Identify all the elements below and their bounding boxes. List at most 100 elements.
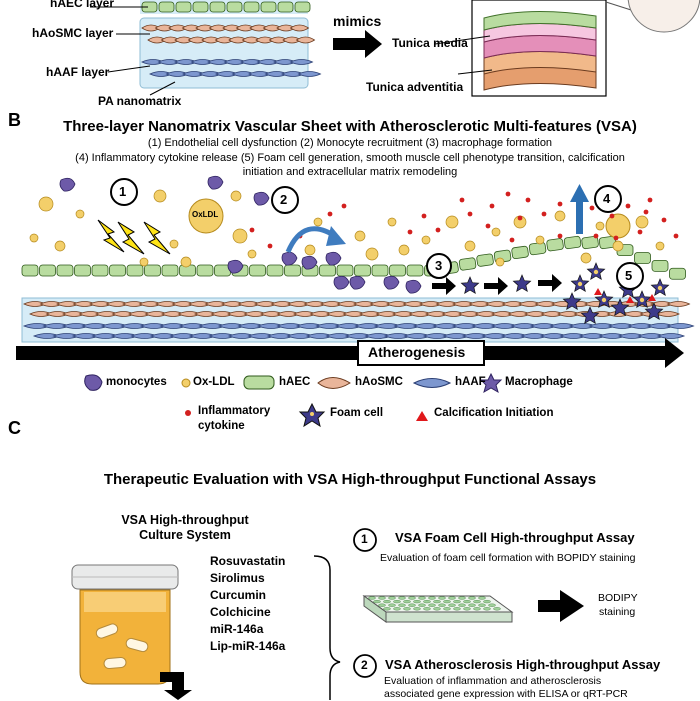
system-title-2: Culture System <box>139 528 231 542</box>
b-haec-cell <box>196 264 214 277</box>
release-arrow <box>576 200 583 234</box>
plate-well <box>378 603 386 607</box>
b-haaf-cell <box>666 323 695 329</box>
plate-well <box>473 607 481 611</box>
nanomatrix-sheet <box>139 17 309 89</box>
step-3-label: 3 <box>435 258 443 273</box>
b-haec-cell <box>266 264 284 277</box>
assay2-number: 2 <box>361 658 368 672</box>
plate-well <box>483 599 491 604</box>
cytokine-dot <box>643 209 649 215</box>
tunica-media-label: Tunica media <box>392 36 468 50</box>
panel-c-letter: C <box>8 418 21 438</box>
b-legend-icons <box>84 372 503 428</box>
plate-well <box>443 607 451 611</box>
plate-well <box>468 603 476 607</box>
cytokine-dot <box>593 233 599 239</box>
assay1-circle <box>353 528 377 552</box>
oxldl-particle <box>445 215 459 229</box>
calcification-mark <box>594 288 602 295</box>
legend-cytokine-2: cytokine <box>198 420 245 432</box>
atherogenesis-box <box>357 340 485 366</box>
haec-cell <box>260 1 277 13</box>
monocyte-cell <box>227 259 244 274</box>
haaf-cell <box>297 71 322 77</box>
oxldl-particle <box>38 196 54 212</box>
plate-well <box>453 599 461 604</box>
oxldl-particle <box>153 189 167 203</box>
plate-well <box>413 607 421 611</box>
cytokine-dot <box>505 191 511 197</box>
oxldl-particle <box>387 217 397 227</box>
plate-well <box>423 607 431 611</box>
haec-cell <box>175 1 192 13</box>
step-circle-4 <box>594 185 622 213</box>
process-arrow <box>484 277 508 295</box>
oxldl-particle <box>139 257 149 267</box>
legend-cytokine-1: Inflammatory <box>198 405 271 417</box>
oxldl-particle <box>304 244 316 256</box>
drug-item: Rosuvastatin <box>210 554 286 568</box>
cytokine-dot <box>327 211 333 217</box>
plate-well <box>458 596 466 600</box>
assay2-desc-2: associated gene expression with ELISA or… <box>384 688 628 700</box>
plate-well <box>403 599 411 604</box>
lightning-icon <box>117 221 145 255</box>
assay1-out-2: staining <box>599 606 636 618</box>
haec-cell <box>243 1 260 13</box>
b-haec-cell <box>563 235 582 250</box>
assay1-number: 1 <box>361 532 368 546</box>
haec-cell <box>294 1 311 13</box>
legend-oxldl: Ox-LDL <box>193 376 235 388</box>
legend-calcification: Calcification Initiation <box>434 407 554 419</box>
pill-icon <box>125 637 149 653</box>
plate-well <box>383 599 391 604</box>
b-haosmc-cell <box>656 311 680 317</box>
b-monocytes <box>59 175 422 294</box>
oxldl-particle <box>655 241 665 251</box>
monocyte-icon <box>84 374 103 391</box>
b-haaf-cells <box>22 323 695 339</box>
cytokine-dot <box>435 227 441 233</box>
b-haec-cell <box>389 264 406 277</box>
bodipy-arrow <box>538 590 584 622</box>
b-haec-cell <box>476 253 494 267</box>
b-haec-cell <box>161 264 179 277</box>
cytokine-dot <box>661 217 667 223</box>
oxldl-particle <box>247 249 257 259</box>
plate-well <box>393 599 401 604</box>
vessel-illustration <box>434 0 700 97</box>
legend-macrophage: Macrophage <box>505 376 573 388</box>
step-circle-2 <box>271 186 299 214</box>
oxldl-particle <box>491 227 501 237</box>
cytokine-dot <box>525 197 531 203</box>
step-1-label: 1 <box>119 184 127 199</box>
legend-monocytes: monocytes <box>106 376 167 388</box>
cytokine-dot <box>485 223 491 229</box>
plate-well <box>463 599 471 604</box>
plate-well <box>398 603 406 607</box>
b-haec-cell <box>284 264 301 277</box>
plate-well <box>398 596 406 600</box>
calcification-mark <box>626 296 634 303</box>
b-haec-cell <box>56 264 74 277</box>
cytokine-dot <box>609 213 615 219</box>
plate-well <box>403 607 411 611</box>
plate-well <box>443 599 451 604</box>
mimics-label: mimics <box>333 13 382 29</box>
b-haec-cell <box>144 264 161 277</box>
assay2-desc-1: Evaluation of inflammation and atheroscl… <box>384 675 602 687</box>
cytokine-dot <box>267 243 273 249</box>
oxldl-particle <box>75 209 85 219</box>
plate-well <box>408 596 416 600</box>
plate-well <box>418 603 426 607</box>
step-4-label: 4 <box>603 191 611 206</box>
atherogenesis-arrow <box>16 338 684 368</box>
legend-haec: hAEC <box>279 376 311 388</box>
panel-b-title: Three-layer Nanomatrix Vascular Sheet wi… <box>63 118 637 135</box>
monocyte-cell <box>383 275 400 290</box>
legend-haaf: hAAF <box>455 376 486 388</box>
plate-well <box>428 596 436 600</box>
step-5-label: 5 <box>625 268 633 283</box>
cytokine-dot <box>421 213 427 219</box>
